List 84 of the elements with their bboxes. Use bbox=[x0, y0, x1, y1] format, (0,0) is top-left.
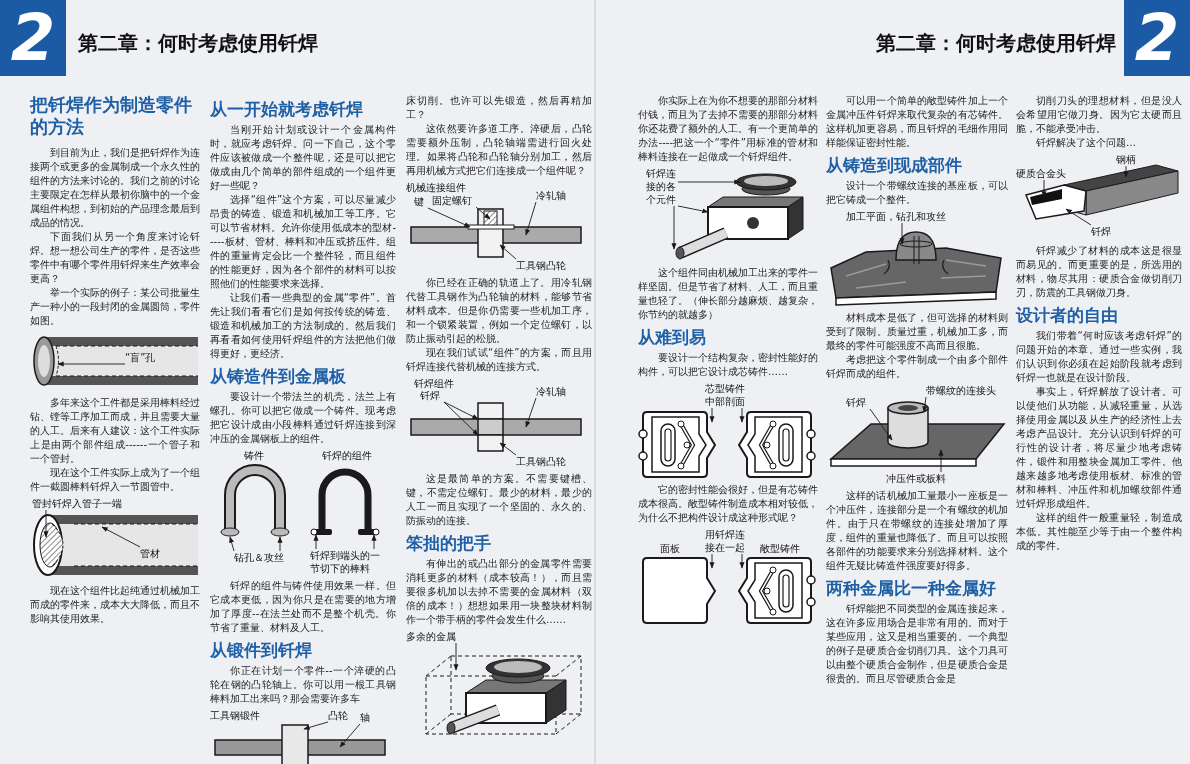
paragraph: 钎焊能把不同类型的金属连接起来，这在许多应用场合是非常有用的。而对于某些应用，这又是相当重要的。一个典型的例子是硬质合金切削刀具。这个刀具可以由整个硬质合金制作，但是硬质合金是很贵的。而且尽管硬质合金是 bbox=[826, 602, 1008, 686]
callout-label: 冲压件或板料 bbox=[886, 472, 950, 485]
tube-drawing bbox=[33, 514, 199, 576]
chapter-title: 第二章：何时考虑使用钎焊 bbox=[78, 30, 318, 56]
callout-label: 钻孔＆攻丝 bbox=[234, 551, 290, 564]
paragraph: 要设计一个结构复杂，密封性能好的构件，可以把它设计成芯铸件…… bbox=[638, 351, 818, 379]
section-heading: 把钎焊作为制造零件的方法 bbox=[30, 94, 193, 138]
base-plate-drawing bbox=[830, 231, 1002, 306]
paragraph: 事实上，钎焊解放了设计者。可以使他们从功能，从减轻重量，从选择使用金属以及从生产的经济性上去考虑产品设计。充分认识到钎焊的可行性的设计者，将尽量少地考虑铸件，锻件和用整块金属加工零件。他越来越多地考虑使用板材、标准的管材和棒料、冲压件和机加螺纹部件通过钎焊形成组件。 bbox=[1016, 385, 1182, 511]
paragraph: 切削刀头的理想材料，但是没人会希望用它做刀身。因为它太硬而且脆，不能承受冲击。 bbox=[1016, 94, 1182, 136]
paragraph: 钎焊减少了材料的成本这是很显而易见的。而更重要的是，所选用的材料，物尽其用：硬质合金做切削刀刃，防震的工具钢做刀身。 bbox=[1016, 244, 1182, 300]
paragraph: 钎焊解决了这个问题… bbox=[1035, 136, 1137, 150]
paragraph: 让我们看一些典型的金属“零件”。首先让我们看看它们是如何按传统的铸造、锻造和机械加工的方法制成的。然后我们再看看如何使用钎焊组件的方法把他们做得更好，更经济。 bbox=[210, 291, 396, 361]
paragraph: 床切削。也许可以先锻造，然后再精加工？ bbox=[406, 94, 592, 122]
shaft-drawing bbox=[214, 724, 386, 764]
section-heading: 从铸造到现成部件 bbox=[826, 155, 963, 176]
section-heading: 两种金属比一种金属好 bbox=[826, 578, 997, 599]
shaft-drawing bbox=[410, 208, 582, 258]
callout-label: 钎焊 bbox=[846, 396, 870, 409]
callout-label: 凸轮 bbox=[328, 709, 352, 722]
casting-drawing bbox=[738, 411, 816, 478]
paragraph: 现在这个工件实际上成为了一个组件一截圆棒料钎焊入一节圆管中。 bbox=[30, 466, 200, 494]
paragraph: 我们带着“何时应该考虑钎焊”的问题开始的本章。通过一些实例，我们认识到你必须在起始阶段就考虑到钎焊一也就是在设计阶段。 bbox=[1016, 329, 1182, 385]
section-heading: 笨拙的把手 bbox=[406, 533, 492, 554]
callout-label: 多余的金属 bbox=[406, 630, 460, 643]
callout-label: 管封钎焊入管子一端 bbox=[32, 497, 126, 510]
callout-label: 钎焊 bbox=[420, 389, 444, 402]
paragraph: 这样的组件一般重量轻，制造成本低。其性能至少等于由一个整件构成的零件。 bbox=[1016, 511, 1182, 553]
paragraph: 要设计一个带法兰的机壳，法兰上有螺孔。你可以把它做成一个铸件。现考虑把它设计成由小段棒料通过钎焊连接到深冲压的金属钢板上的组件。 bbox=[210, 390, 396, 446]
section-heading: 从铸造件到金属板 bbox=[210, 366, 347, 387]
callout-label: 带螺纹的连接头 bbox=[926, 384, 1000, 397]
paragraph: 你正在计划一个零件--一个淬硬的凸轮在钢的凸轮轴上。你可以用一根工具钢棒料加工出来吗？那会需要许多车 bbox=[210, 664, 396, 706]
chapter-title: 第二章：何时考虑使用钎焊 bbox=[876, 30, 1116, 56]
paragraph: 有伸出的或凸出部分的金属零件需要消耗更多的材料（成本较高！），而且需要很多机加以去掉不需要的金属材料（双倍的成本！）想想如果用一块整块材料制作一个带手柄的零件会发生什么…… bbox=[406, 557, 592, 627]
callout-label: 钎焊到端头的一节切下的棒料 bbox=[310, 549, 386, 575]
callout-label: 固定螺钉 bbox=[432, 194, 476, 207]
paragraph: 材料成本是低了，但可选择的材料则受到了限制。质量过重，机械加工多，而最终的零件可能强度不高而且很脆。 bbox=[826, 311, 1008, 353]
paragraph: 钎焊的组件与铸件使用效果一样。但它成本更低，因为你只是在需要的地方增加了厚度--在法兰处而不是整个机壳。你节省了重量、材料及人工。 bbox=[210, 579, 396, 635]
callout-label: 芯型铸件中部剖面 bbox=[705, 382, 749, 408]
tube-drawing bbox=[33, 336, 199, 386]
block-drawing bbox=[425, 655, 582, 735]
callout-label: 钢柄 bbox=[1116, 153, 1140, 166]
paragraph: 多年来这个工件都是采用棒料经过钻、镗等工序加工而成，并且需要大量的人工。后来有人建议：这个工件实际上是由两个部件组成------一个管子和一个管封。 bbox=[30, 396, 200, 466]
casting-drawing bbox=[638, 411, 716, 478]
section-heading: 设计者的自由 bbox=[1016, 305, 1119, 326]
brazed-bracket-drawing bbox=[310, 468, 380, 536]
paragraph: 这依然要许多道工序。淬硬后，凸轮需要额外压制，凸轮轴端需进行回火处理。如果将凸轮和凸轮轴分别加工，然后再用机械方式把它们连接成一个组件呢？ bbox=[406, 122, 592, 178]
panel-drawing bbox=[642, 557, 716, 624]
callout-label: 键 bbox=[414, 195, 428, 208]
paragraph: 这样的话机械加工量最小一座板是一个冲压件，连接部分是一个有螺纹的机加件。由于只在带螺纹的连接处增加了厚度，组件的重量也降低了。而且可以按照各部件的功能要求来分别选择材料。这个组件无疑比铸造件强度要好得多。 bbox=[826, 489, 1008, 573]
callout-label: 钎焊 bbox=[1091, 225, 1115, 238]
callout-label: 硬质合金头 bbox=[1016, 167, 1070, 180]
section-heading: 从难到易 bbox=[638, 327, 707, 348]
casting-drawing bbox=[738, 557, 816, 624]
callout-label: 工具钢凸轮 bbox=[516, 455, 570, 468]
callout-label: “盲”孔 bbox=[125, 351, 167, 364]
paragraph: 这个组件同由机械加工出来的零件一样坚固。但是节省了材料、人工，而且重量也轻了。（伸长部分越麻烦、越复杂，你节约的就越多） bbox=[638, 266, 818, 322]
figure-caption: 机械连接组件 bbox=[406, 181, 466, 194]
cast-bracket-drawing bbox=[220, 464, 290, 537]
shaft-drawing bbox=[410, 402, 582, 452]
callout-label: 冷轧轴 bbox=[536, 385, 570, 398]
callout-label: 管材 bbox=[140, 547, 164, 560]
figure-caption: 铸件 bbox=[244, 449, 264, 462]
paragraph: 到目前为止，我们是把钎焊作为连接两个或更多的金属制成一个永久性的组件的方法来讨论的。我们之前的讨论主要限定在怎样从最初你脑中的一个金属组件构想，到初始的产品理念最后到成品的情况。 bbox=[30, 146, 200, 230]
callout-label: 加工平面，钻孔和攻丝 bbox=[846, 210, 950, 223]
chapter-number: 2 bbox=[0, 0, 66, 76]
callout-label: 冷轧轴 bbox=[536, 189, 570, 202]
paragraph: 选择“组件”这个方案，可以尽量减少昂贵的铸造、锻造和机械加工等工序。它可以节省材料。允许你使用低成本的型材-----板材、管材、棒料和冲压或挤压件。组件的重量肯定会比一个整件轻，而且组件的性能更好，因为各个部件的材料可以按照他们的性能要求来选择。 bbox=[210, 193, 396, 291]
section-heading: 从一开始就考虑钎焊 bbox=[210, 99, 364, 120]
block-drawing bbox=[675, 173, 804, 260]
callout-label: 轴 bbox=[360, 711, 374, 724]
callout-label: 钎焊连接的各个元件 bbox=[646, 167, 678, 206]
paragraph: 考虑把这个零件制成一个由多个部件钎焊而成的组件。 bbox=[826, 353, 1008, 381]
section-heading: 从锻件到钎焊 bbox=[210, 640, 313, 661]
callout-label: 用钎焊连接在一起 bbox=[705, 528, 749, 554]
callout-label: 工具钢凸轮 bbox=[516, 259, 570, 272]
paragraph: 设计一个带螺纹连接的基座板，可以把它铸成一个整件。 bbox=[826, 179, 1008, 207]
paragraph: 你已经在正确的轨道上了。用冷轧钢代替工具钢作为凸轮轴的材料，能够节省材料成本。但是你仍需要一些机加工序，和一个锁紧装置，例如一个定位螺钉，以防止振动引起的松脱。 bbox=[406, 276, 592, 346]
paragraph: 它的密封性能会很好，但是有芯铸件成本很高。敞型铸件制造成本相对较低，为什么不把构件设计成这种形式呢？ bbox=[638, 483, 818, 525]
figure-caption: 钎焊组件 bbox=[414, 377, 454, 390]
chapter-number: 2 bbox=[1124, 0, 1190, 76]
paragraph: 这是最简单的方案。不需要键槽、键，不需定位螺钉。最少的材料，最少的人工一而且实现了一个坚固的、永久的、防振动的连接。 bbox=[406, 472, 592, 528]
paragraph: 下面我们从另一个角度来讨论钎焊。想一想公司生产的零件，是否这些零件中有哪个零件用钎焊来生产效率会更高？ bbox=[30, 230, 200, 286]
paragraph: 可以用一个简单的敞型铸件加上一个金属冲压件钎焊来取代复杂的有芯铸件。这样机加更容易，而且钎焊的毛细作用同样能保证密封性能。 bbox=[826, 94, 1008, 150]
